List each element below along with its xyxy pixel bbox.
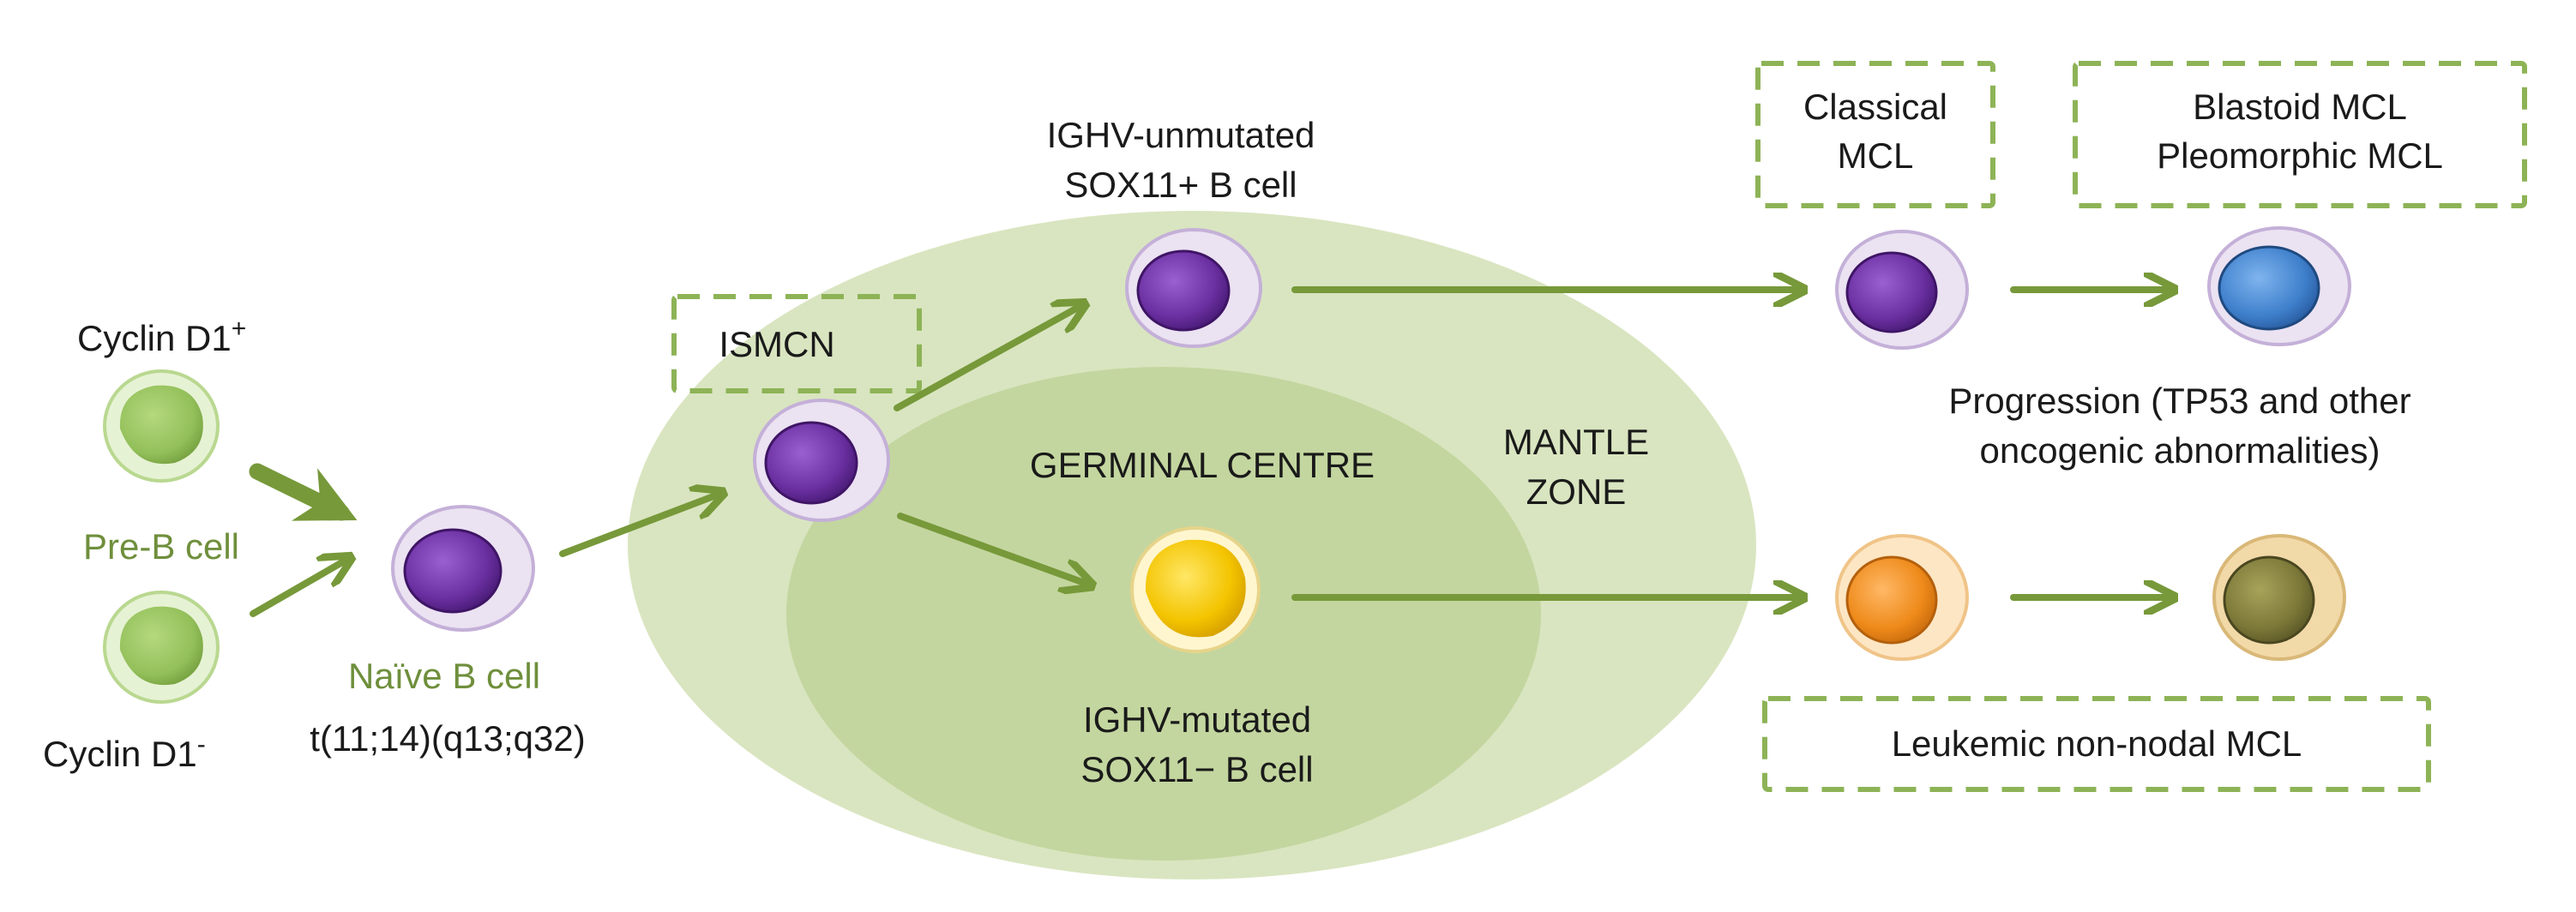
classical-mcl-label-line2: MCL xyxy=(1838,135,1914,176)
blastoid-mcl-box xyxy=(2073,61,2527,208)
leukemic-mcl-cell xyxy=(1835,534,1969,661)
unmutated-b-cell xyxy=(1125,228,1262,348)
classical-mcl-label-line1: Classical xyxy=(1803,87,1947,127)
unmutated-label-line1: IGHV-unmutated xyxy=(1047,115,1315,155)
pre-b-cell-cyclin-pos xyxy=(103,369,220,483)
mantle-zone-label-line2: ZONE xyxy=(1526,471,1627,512)
mantle-zone-label-line1: MANTLE xyxy=(1503,422,1649,462)
mutated-label-line2: SOX11− B cell xyxy=(1080,749,1313,789)
germinal-centre-label: GERMINAL CENTRE xyxy=(1030,445,1375,485)
blastoid-mcl-label-line2: Pleomorphic MCL xyxy=(2157,135,2443,176)
leukemic-mcl-label: Leukemic non-nodal MCL xyxy=(1892,723,2302,764)
naive-b-cell-label: Naïve B cell xyxy=(348,656,540,696)
arrow-naive-to-ismcn xyxy=(559,494,720,557)
cyclin-d1-positive-label: Cyclin D1+ xyxy=(77,315,246,358)
pre-b-cell-cyclin-neg xyxy=(103,591,220,704)
mutated-label-line1: IGHV-mutated xyxy=(1083,699,1311,740)
arrow-ismcn-to-mutated xyxy=(897,513,1089,585)
cyclin-d1-negative-label: Cyclin D1- xyxy=(43,730,206,774)
ismcn-label: ISMCN xyxy=(719,324,834,364)
ismcn-box xyxy=(671,294,922,393)
leukemic-mcl-box xyxy=(1762,696,2431,792)
classical-mcl-cell xyxy=(1835,230,1969,350)
pre-b-cell-label: Pre-B cell xyxy=(83,526,239,567)
progression-label-line2: oncogenic abnormalities) xyxy=(1980,430,2380,471)
blastoid-mcl-label-line1: Blastoid MCL xyxy=(2193,87,2407,127)
naive-b-cell xyxy=(391,505,535,632)
progressed-leukemic-cell xyxy=(2212,534,2346,661)
unmutated-label-line2: SOX11+ B cell xyxy=(1064,165,1297,205)
arrow-cyclin-pos-to-naive xyxy=(249,463,358,521)
blastoid-mcl-cell xyxy=(2207,226,2351,346)
arrow-cyclin-neg-to-naive xyxy=(250,559,348,617)
arrow-ismcn-to-unmutated xyxy=(894,305,1082,411)
progression-label-line1: Progression (TP53 and other xyxy=(1948,381,2410,421)
ismcn-cell xyxy=(753,399,890,522)
mutated-b-cell xyxy=(1130,526,1261,653)
classical-mcl-box xyxy=(1755,61,1995,208)
translocation-label: t(11;14)(q13;q32) xyxy=(310,718,585,759)
